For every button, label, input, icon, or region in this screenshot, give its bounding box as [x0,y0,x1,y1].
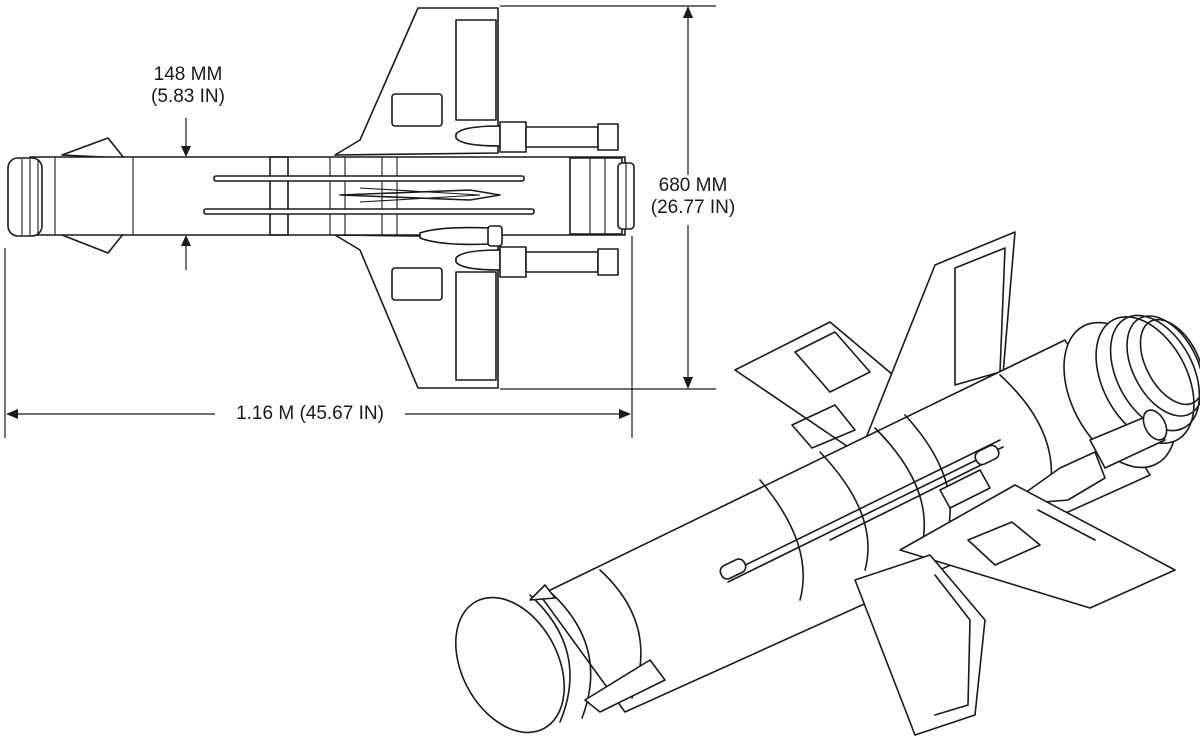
iso-front-fin [584,659,666,713]
missile-isometric-view [454,231,1200,736]
top-view-lower-wing-panel [391,267,443,301]
top-view-body [29,156,626,236]
top-view-upper-flap [455,19,497,121]
span-metric: 680 MM [658,175,728,196]
iso-body [539,339,1151,713]
diameter-metric: 148 MM [153,64,223,85]
dimension-lines [4,5,716,438]
top-view-upper-rod [213,175,525,182]
top-view-lower-fin [61,232,125,254]
top-view-nose-cap [7,157,43,237]
iso-side-pod [1007,451,1106,506]
iso-rod-long [724,439,1001,576]
top-view-lower-flap [455,271,497,381]
top-view-upper-wing [334,7,499,156]
missile-top-view [7,7,635,389]
top-view-lower-rod [203,208,535,215]
diameter-imperial: (5.83 IN) [151,86,225,107]
top-view-upper-wing-panel [391,93,443,127]
length-text: 1.16 M (45.67 IN) [236,403,384,424]
length-label: 1.16 M (45.67 IN) [215,403,405,425]
diameter-label: 148 MM (5.83 IN) [140,64,236,108]
top-view-tail-section [569,157,623,235]
top-view-upper-fin [61,137,125,159]
span-label: 680 MM (26.77 IN) [640,175,746,219]
span-imperial: (26.77 IN) [650,197,736,218]
iso-bottom-fin [854,554,986,736]
iso-nose-cap [454,596,566,734]
